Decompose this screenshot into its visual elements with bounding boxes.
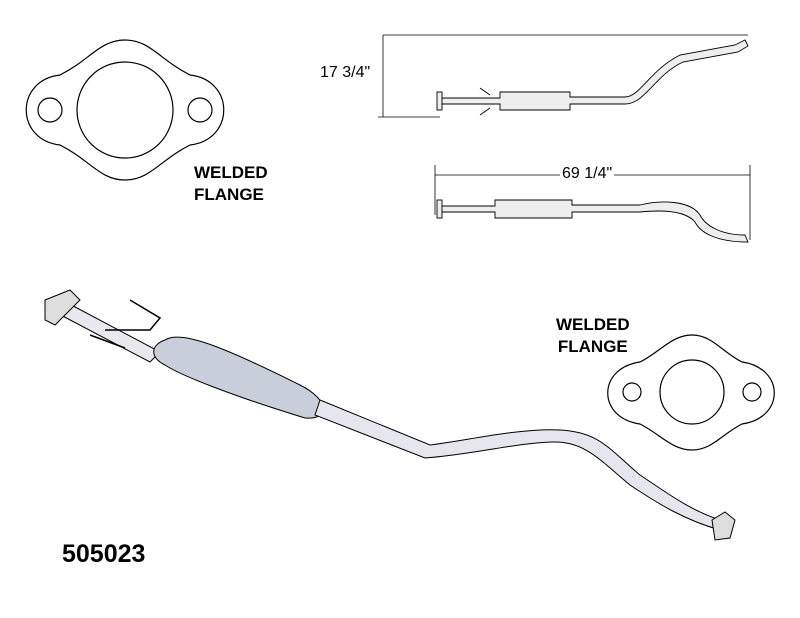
part-number: 505023 bbox=[62, 540, 146, 568]
dimension-lines bbox=[378, 34, 751, 240]
flange-top-left bbox=[25, 39, 225, 181]
pipe-isometric bbox=[44, 289, 736, 541]
flange-label-line2: FLANGE bbox=[557, 337, 628, 356]
flange-label-right: WELDED FLANGE bbox=[556, 314, 630, 358]
flange-right bbox=[607, 334, 775, 451]
length-dimension: 69 1/4" bbox=[560, 165, 615, 183]
flange-label-top: WELDED FLANGE bbox=[194, 162, 268, 206]
flange-label-line2: FLANGE bbox=[194, 185, 264, 204]
flange-label-line1: WELDED bbox=[556, 315, 630, 334]
flange-label-line1: WELDED bbox=[194, 163, 268, 182]
pipe-side-view-bottom bbox=[436, 199, 749, 243]
height-dimension: 17 3/4" bbox=[318, 64, 373, 82]
pipe-side-view-top bbox=[436, 39, 749, 116]
